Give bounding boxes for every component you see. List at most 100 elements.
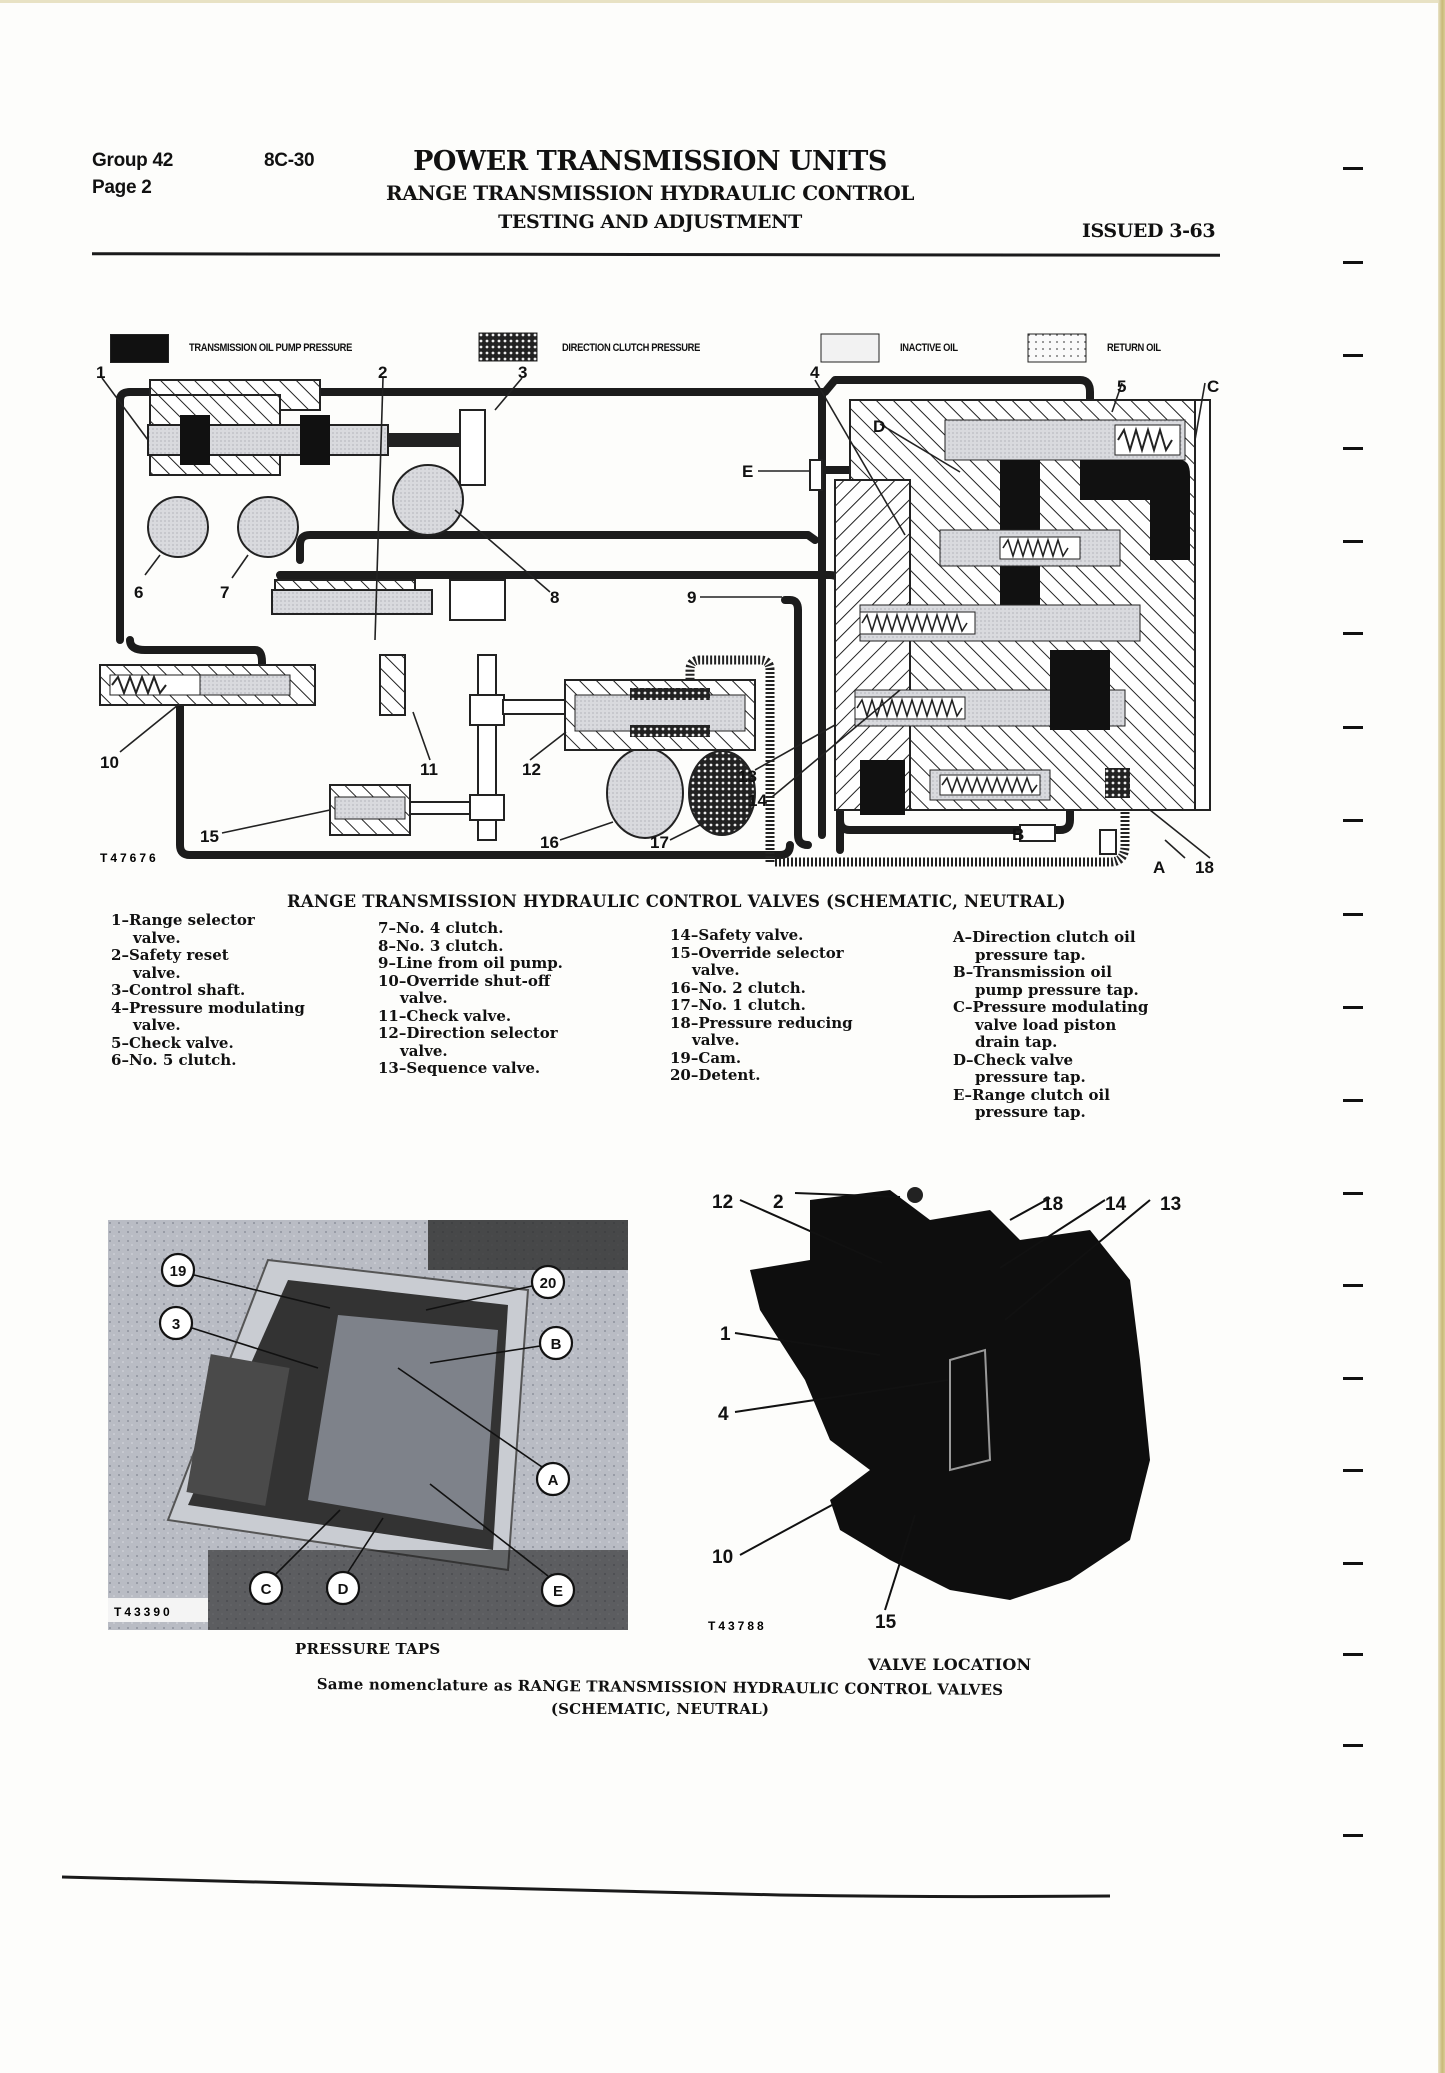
photo-leader-lines	[734, 1192, 1151, 1611]
callout-11: 11	[420, 760, 438, 779]
photo-callout-3: 3	[172, 1316, 180, 1333]
item-text-continued: valve.	[133, 1016, 181, 1034]
item-dash: –	[121, 1033, 129, 1052]
legend-label: TRANSMISSION OIL PUMP PRESSURE	[189, 342, 352, 354]
callout-8: 8	[550, 588, 559, 607]
item-number: 6	[111, 1051, 122, 1069]
item-text: No. 2 clutch.	[698, 978, 806, 997]
margin-tick	[1343, 1653, 1363, 1656]
item-text: Detent.	[698, 1066, 761, 1084]
photo-callout-E: E	[553, 1583, 563, 1600]
item-dash: –	[388, 936, 396, 955]
callout-17: 17	[650, 833, 669, 852]
item-text: Direction clutch oil	[972, 928, 1136, 946]
item-number: 17	[670, 996, 691, 1014]
item-text: Range selector	[128, 911, 255, 929]
item-text: Override selector	[698, 943, 844, 962]
item-text-continued: valve load piston drain tap.	[975, 1015, 1117, 1051]
callout-14: 14	[748, 791, 767, 810]
item-number: 18	[670, 1013, 691, 1032]
item-dash: –	[690, 943, 699, 962]
callout-D: D	[873, 417, 885, 436]
photo-callout-13: 13	[1160, 1194, 1181, 1215]
callout-9: 9	[687, 588, 696, 607]
margin-tick	[1343, 632, 1363, 635]
item-number: 10	[378, 971, 399, 990]
item-dash: –	[388, 954, 396, 972]
parts-legend-item: 11–Check valve.	[378, 1007, 588, 1026]
photo-callout-10: 10	[712, 1547, 733, 1568]
page-label: Page 2	[92, 177, 152, 198]
item-number: 5	[111, 1033, 122, 1052]
parts-legend-item: 17–No. 1 clutch.	[670, 996, 870, 1015]
page-binding-edge	[1438, 0, 1445, 2073]
item-dash: –	[690, 926, 699, 944]
item-text-continued: pressure tap.	[975, 945, 1086, 964]
callout-16: 16	[540, 833, 559, 852]
item-number: 16	[670, 978, 691, 997]
item-number: 3	[111, 981, 122, 999]
margin-tick	[1343, 167, 1363, 170]
margin-tick	[1343, 540, 1363, 543]
legend-swatch-direction-clutch	[478, 332, 538, 362]
photo-callout-A: A	[548, 1472, 559, 1489]
check-valve-11	[379, 654, 406, 716]
margin-tick	[1343, 447, 1363, 450]
margin-tick	[1343, 1834, 1363, 1837]
parts-legend-item: 13–Sequence valve.	[378, 1059, 588, 1078]
legend-label: DIRECTION CLUTCH PRESSURE	[562, 342, 700, 354]
callout-15: 15	[200, 827, 219, 846]
item-text: Safety valve.	[698, 926, 804, 944]
parts-legend-col2: 7–No. 4 clutch.8–No. 3 clutch.9–Line fro…	[378, 919, 588, 1078]
photo-callouts: 19 20 3 B A C D E	[170, 1263, 563, 1600]
item-text-continued: pressure tap.	[975, 1103, 1086, 1121]
pressure-taps-caption: PRESSURE TAPS	[295, 1640, 441, 1658]
item-dash: –	[388, 919, 396, 937]
item-dash: –	[690, 996, 699, 1014]
item-number: D	[953, 1050, 967, 1069]
page-subtitle: RANGE TRANSMISSION HYDRAULIC CONTROL	[385, 181, 915, 205]
legend-label: INACTIVE OIL	[900, 342, 958, 354]
direction-clutch-lines	[685, 655, 1130, 867]
photo-callout-19: 19	[170, 1263, 187, 1280]
margin-tick	[1343, 1744, 1363, 1747]
margin-tick	[1343, 354, 1363, 357]
item-dash: –	[121, 998, 129, 1017]
item-number: E	[953, 1085, 965, 1104]
page-section: TESTING AND ADJUSTMENT	[498, 211, 802, 233]
item-text: Check valve.	[128, 1033, 234, 1052]
schematic-callouts: 1 2 3 4 5 C D E 6 7 8 9 10 11 12 13 14 1…	[96, 365, 1219, 877]
callout-2: 2	[378, 365, 387, 382]
photo-callout-18: 18	[1042, 1194, 1063, 1215]
item-text: No. 5 clutch.	[128, 1051, 237, 1069]
photo-callout-1: 1	[720, 1324, 731, 1345]
item-text: No. 1 clutch.	[698, 996, 806, 1014]
margin-tick	[1343, 1006, 1363, 1009]
photo-callout-15: 15	[875, 1612, 897, 1633]
item-text: No. 3 clutch.	[395, 936, 504, 955]
clutch-chambers	[147, 464, 756, 839]
item-text-continued: valve.	[400, 989, 448, 1007]
margin-tick	[1343, 913, 1363, 916]
item-text-continued: pressure tap.	[975, 1068, 1086, 1086]
item-number: 20	[670, 1066, 691, 1084]
item-number: 15	[670, 943, 691, 962]
item-dash: –	[964, 1085, 972, 1104]
parts-legend-item: 8–No. 3 clutch.	[378, 936, 588, 956]
item-number: B	[953, 963, 966, 981]
photo-leader-lines	[191, 1274, 549, 1577]
item-dash: –	[690, 1066, 699, 1084]
item-dash: –	[121, 981, 129, 999]
item-dash: –	[964, 998, 973, 1016]
